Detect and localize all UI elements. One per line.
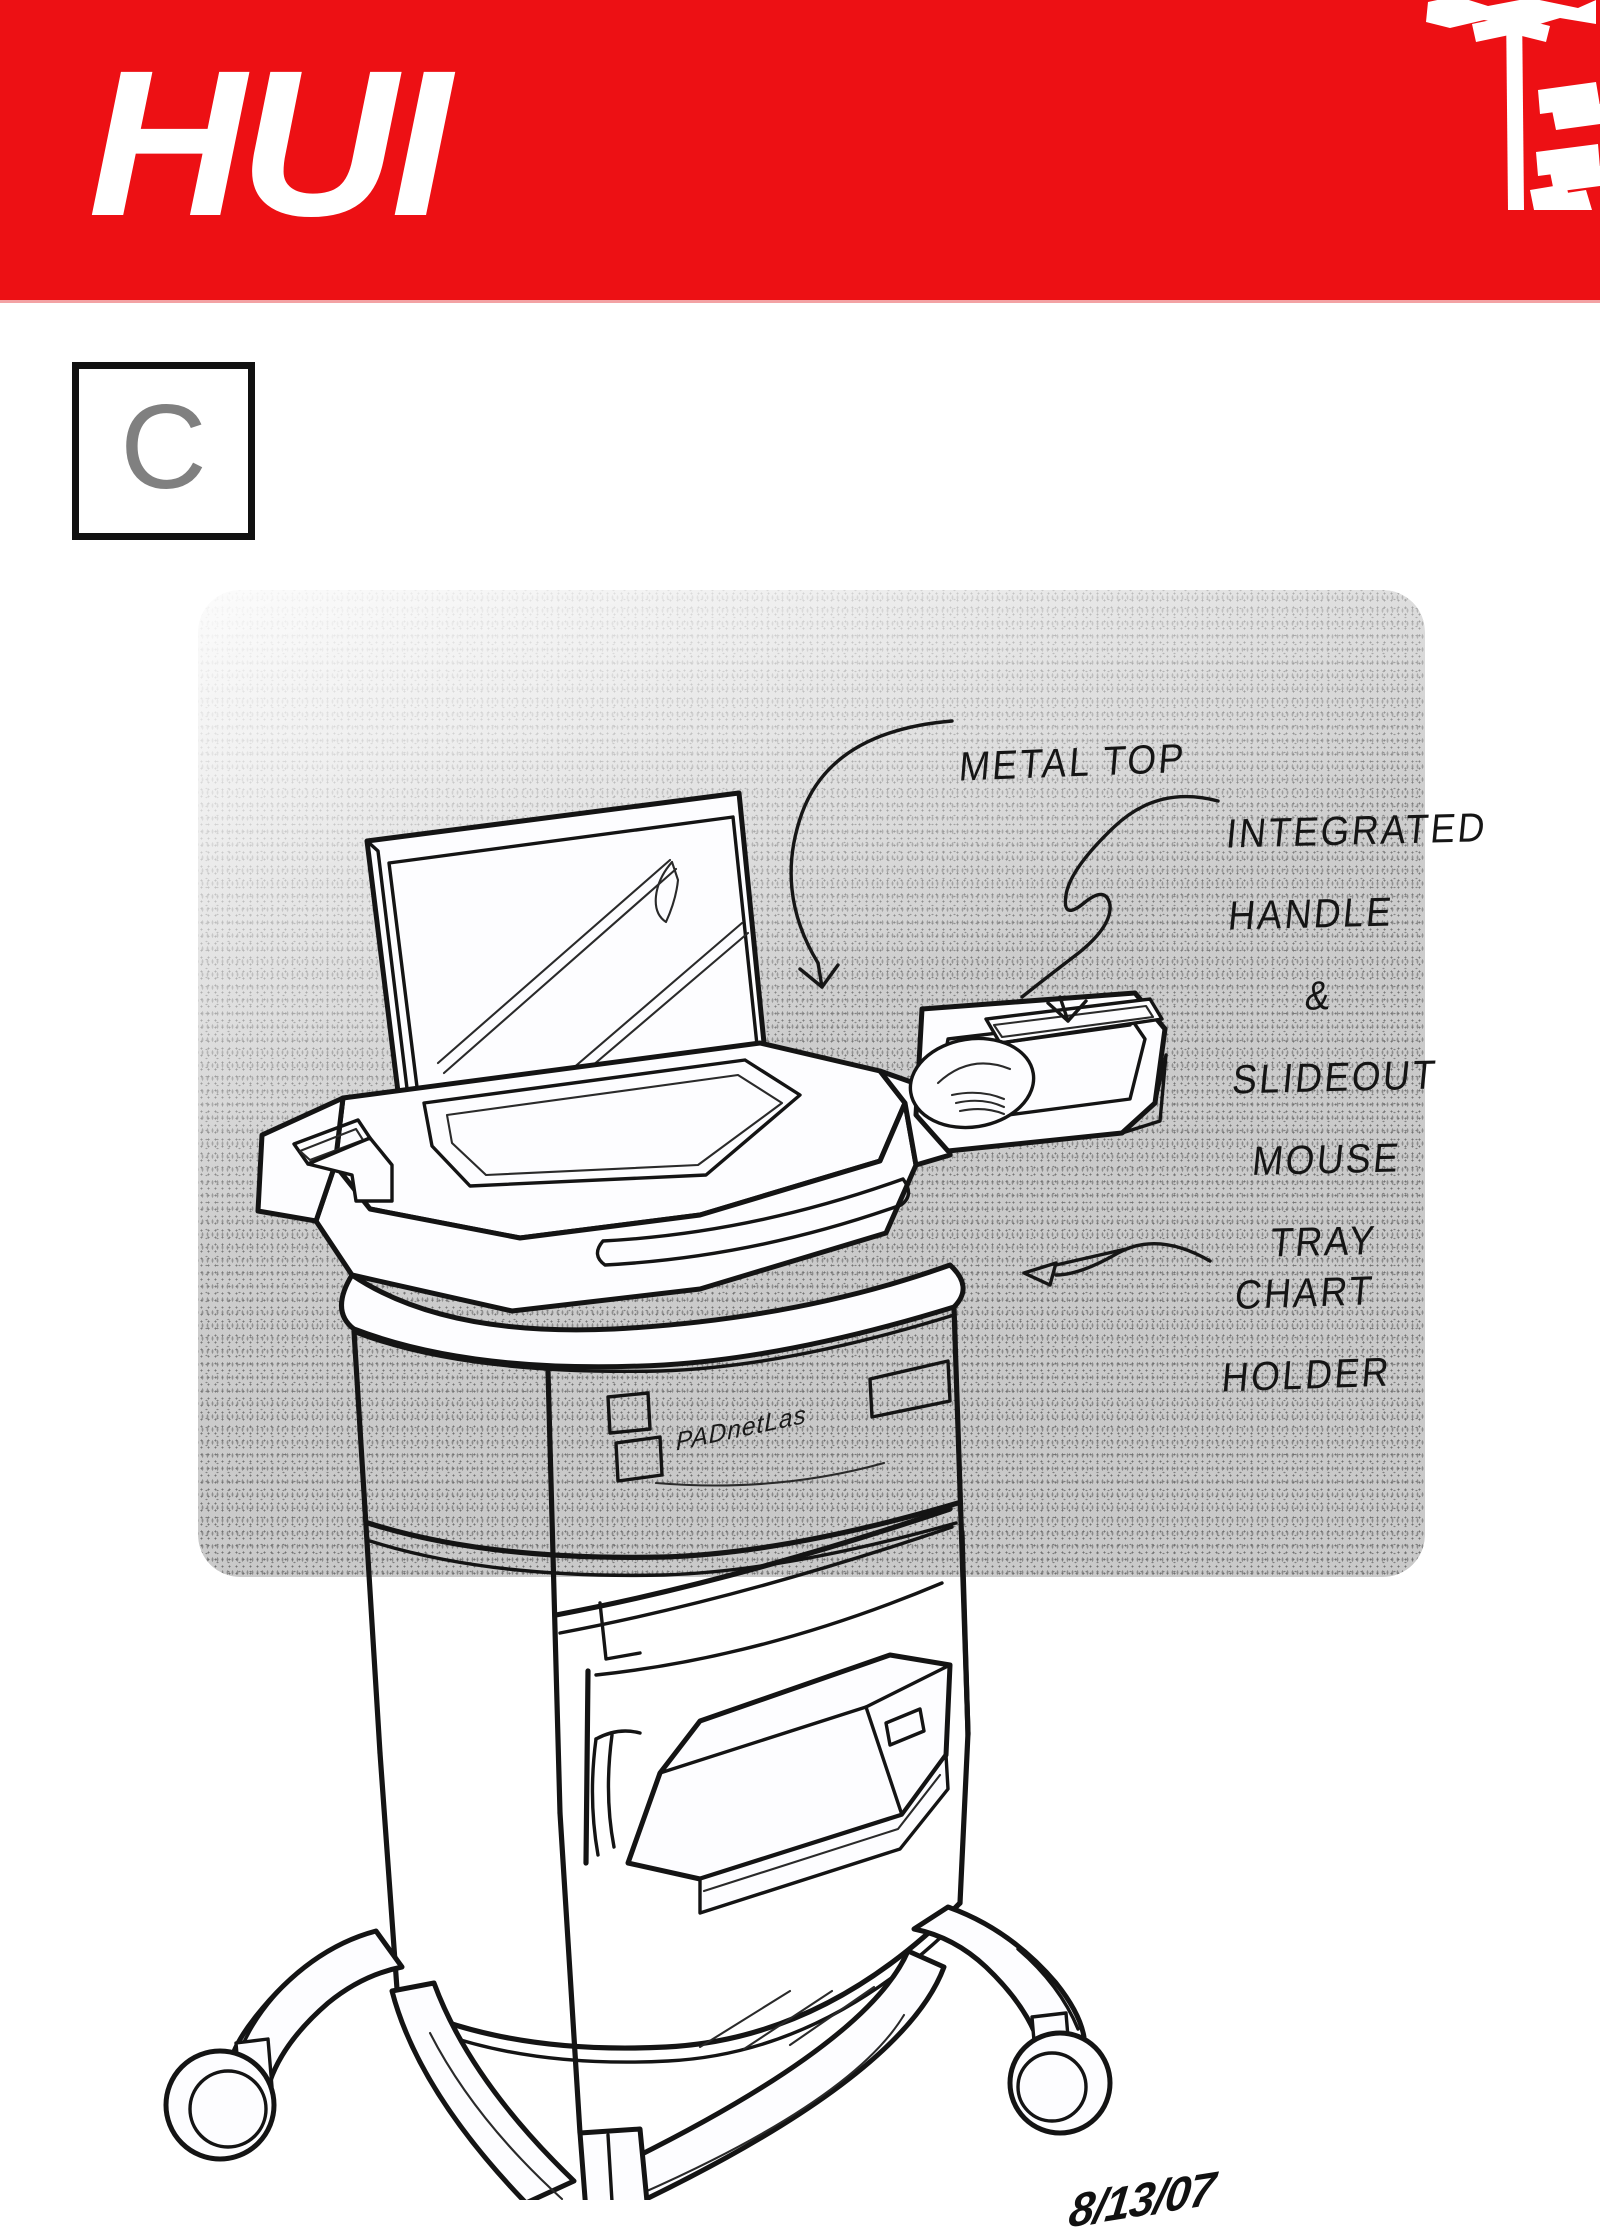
annotation-chart-holder-line-2: HOLDER: [1219, 1349, 1394, 1401]
caster-wheel-right: [1007, 2011, 1113, 2136]
header-bottom-rule: [0, 300, 1600, 303]
brand-header-band: HUI: [0, 0, 1600, 300]
annotation-integrated-line-2: HANDLE: [1226, 889, 1396, 939]
printer-compartment-group: [553, 1506, 971, 1915]
display-screen-group: [364, 790, 768, 1115]
leader-lines-group: [606, 719, 1220, 1487]
annotation-integrated-line-3: &: [1302, 972, 1335, 1019]
slideout-mouse-tray-group: [908, 990, 1168, 1154]
iv-pole-logo-mark: [1426, 0, 1600, 210]
brand-wordmark: HUI: [88, 28, 452, 260]
annotation-integrated-line-4: SLIDEOUT: [1230, 1052, 1440, 1103]
annotation-chart-holder: CHART HOLDER: [1220, 1229, 1396, 1435]
annotation-chart-holder-line-1: CHART: [1233, 1267, 1377, 1318]
metal-top-deck-group: [255, 1040, 953, 1314]
annotation-metal-top-line: METAL TOP: [957, 735, 1188, 790]
page-letter: C: [120, 380, 207, 514]
annotation-integrated-handle: INTEGRATED HANDLE & SLIDEOUT MOUSE TRAY: [1224, 767, 1502, 1301]
caster-base-group: [163, 1904, 1113, 2200]
annotation-integrated-line-1: INTEGRATED: [1224, 804, 1490, 857]
cart-sketch-svg: .ink { fill:none; stroke:#141414; stroke…: [163, 719, 1220, 2200]
annotation-metal-top: METAL TOP: [957, 697, 1191, 824]
concept-sketch-drawing: .ink { fill:none; stroke:#141414; stroke…: [0, 303, 1600, 2200]
annotation-integrated-line-5: MOUSE: [1250, 1135, 1403, 1184]
page-letter-box: C: [72, 362, 255, 540]
drawing-sheet: C .ink { fill:none; stroke:#141414; stro…: [0, 303, 1600, 2238]
caster-wheel-left: [163, 2037, 277, 2162]
